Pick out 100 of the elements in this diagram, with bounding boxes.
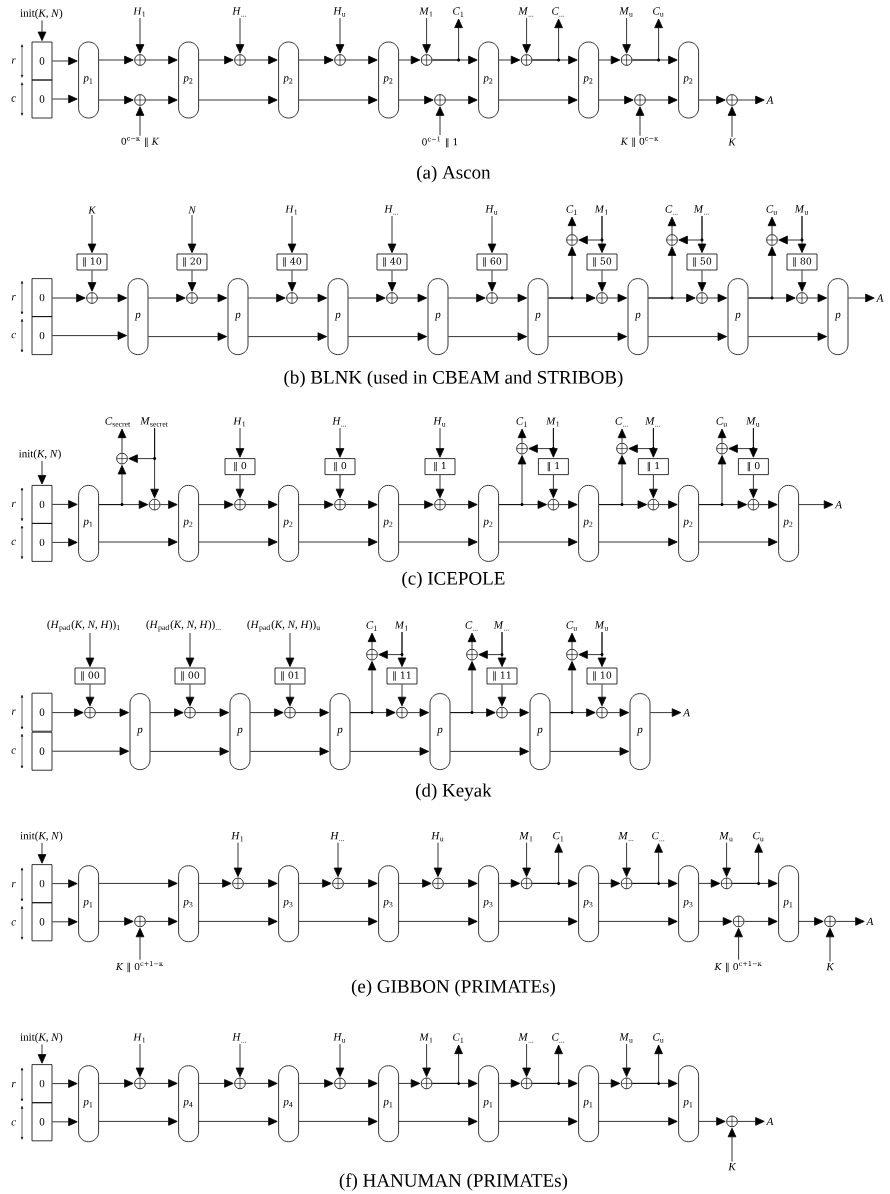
arrow: [348, 332, 427, 341]
arrow: [298, 917, 378, 926]
arrow: [567, 216, 577, 235]
arrow: [597, 215, 607, 253]
arrow: [150, 708, 184, 717]
xor-circle: [234, 498, 246, 511]
arrow: [335, 1043, 345, 1077]
arrow: [435, 474, 445, 499]
arrow: [497, 684, 507, 707]
arrow: [398, 879, 432, 888]
arrow: [435, 427, 445, 458]
xor-circle: [620, 54, 633, 66]
xor-circle: [596, 292, 608, 304]
arrow: [398, 1117, 478, 1126]
arrow: [150, 747, 229, 756]
arrow: [350, 747, 429, 756]
arrow: [598, 537, 678, 547]
arrow: [722, 842, 731, 877]
arrow: [87, 270, 97, 292]
arrow: [198, 537, 278, 547]
arrow: [432, 1079, 478, 1088]
xor-circle: [284, 706, 296, 719]
arrow: [198, 500, 234, 509]
arrow: [435, 106, 445, 136]
arrow: [622, 17, 631, 54]
arrow: [185, 632, 195, 667]
xor-circle: [420, 1077, 433, 1090]
xor-circle: [420, 54, 433, 66]
arrow: [367, 632, 377, 650]
arrow: [287, 270, 297, 292]
arrow: [398, 95, 434, 105]
arrow: [548, 293, 596, 303]
arrow: [148, 332, 227, 341]
arrow: [737, 95, 765, 105]
arrow: [835, 917, 865, 926]
arrow: [622, 842, 631, 877]
arrow: [798, 917, 824, 926]
arrow: [548, 332, 627, 341]
arrow: [198, 95, 278, 105]
xor-circle: [134, 915, 146, 928]
arrow: [448, 332, 527, 341]
arrow: [185, 684, 195, 707]
arrow: [285, 632, 295, 667]
arrow: [298, 537, 378, 547]
arrow: [744, 917, 778, 926]
arrow: [285, 684, 295, 707]
arrow: [345, 1079, 378, 1088]
xor-circle: [434, 498, 446, 511]
xor-circle: [520, 877, 533, 890]
arrow: [598, 55, 621, 65]
xor-circle: [434, 94, 446, 106]
arrow: [298, 879, 332, 888]
arrow: [235, 427, 245, 458]
arrow: [734, 927, 743, 961]
arrow: [622, 1043, 631, 1077]
arrow: [348, 293, 386, 303]
xor-circle: [516, 442, 528, 455]
xor-circle: [716, 442, 728, 455]
arrow: [807, 293, 827, 303]
xor-circle: [520, 1077, 533, 1090]
xor-circle: [720, 877, 733, 890]
xor-circle: [796, 292, 808, 304]
arrow: [98, 95, 134, 105]
arrow: [160, 500, 178, 509]
caption: (e) GIBBON (PRIMATEs): [351, 979, 555, 997]
arrow: [648, 332, 727, 341]
xor-circle: [566, 648, 578, 661]
arrow: [498, 917, 578, 926]
arrow: [445, 95, 478, 105]
arrow: [667, 216, 677, 235]
arrow: [350, 708, 396, 717]
xor-circle: [666, 234, 678, 246]
xor-circle: [620, 1077, 633, 1090]
xor-circle: [332, 877, 344, 890]
arrow: [825, 927, 835, 962]
arrow: [732, 879, 778, 888]
arrow: [549, 474, 558, 499]
arrow: [198, 917, 278, 926]
arrow: [727, 106, 737, 138]
arrow: [698, 95, 726, 105]
arrow: [398, 537, 478, 547]
xor-circle: [566, 234, 578, 246]
arrow: [52, 708, 84, 717]
arrow: [550, 708, 596, 717]
arrow: [187, 270, 197, 292]
arrow: [632, 55, 678, 65]
xor-circle: [596, 706, 608, 719]
arrow: [797, 215, 807, 253]
arrow: [37, 460, 47, 485]
arrow: [758, 500, 778, 509]
arrow: [749, 427, 758, 458]
caption: (d) Keyak: [416, 783, 492, 801]
arrow: [697, 270, 707, 292]
arrow: [135, 106, 145, 137]
arrow: [498, 879, 521, 888]
arrow: [498, 500, 547, 509]
arrow: [798, 500, 834, 509]
arrow: [748, 332, 827, 341]
xor-circle: [334, 498, 346, 511]
arrow: [335, 427, 345, 458]
